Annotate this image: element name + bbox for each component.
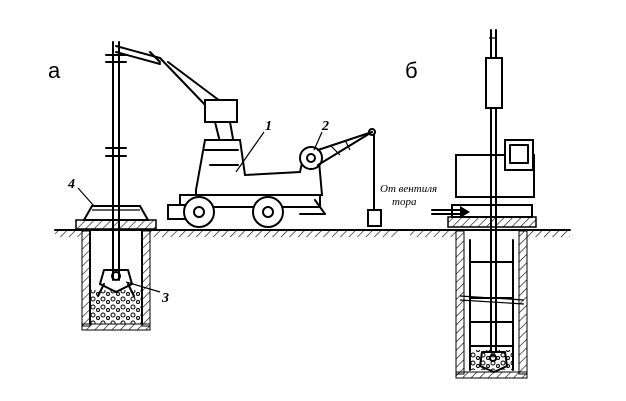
kelly-bar-b	[485, 29, 503, 353]
callout-1: 1	[265, 119, 272, 134]
boring-mast	[105, 41, 127, 281]
callout-4: 4	[67, 177, 75, 192]
grab-bucket-b	[479, 351, 508, 373]
panel-b: б	[380, 29, 571, 379]
annotation-line-1: От вентиля	[380, 183, 437, 195]
air-supply-arrow	[431, 206, 470, 218]
rubble-fill-a	[91, 290, 141, 324]
rig-boom	[115, 45, 238, 151]
callout-2: 2	[321, 119, 329, 134]
wheel-front	[183, 196, 215, 228]
winch-drum	[299, 146, 323, 170]
crane-jib	[317, 128, 382, 227]
wheel-rear	[252, 196, 284, 228]
callout-3: 3	[161, 291, 169, 306]
guide-frame	[75, 205, 157, 230]
base-machine	[167, 139, 326, 220]
panel-label-b: б	[405, 58, 418, 83]
leader-lines-a	[77, 131, 323, 293]
panel-label-a: а	[48, 58, 61, 83]
panel-a: а	[48, 41, 416, 331]
grab-bucket	[97, 269, 135, 297]
annotation-line-2: тора	[392, 196, 417, 208]
ground-surface-a	[54, 229, 416, 237]
pit-a	[81, 230, 151, 331]
